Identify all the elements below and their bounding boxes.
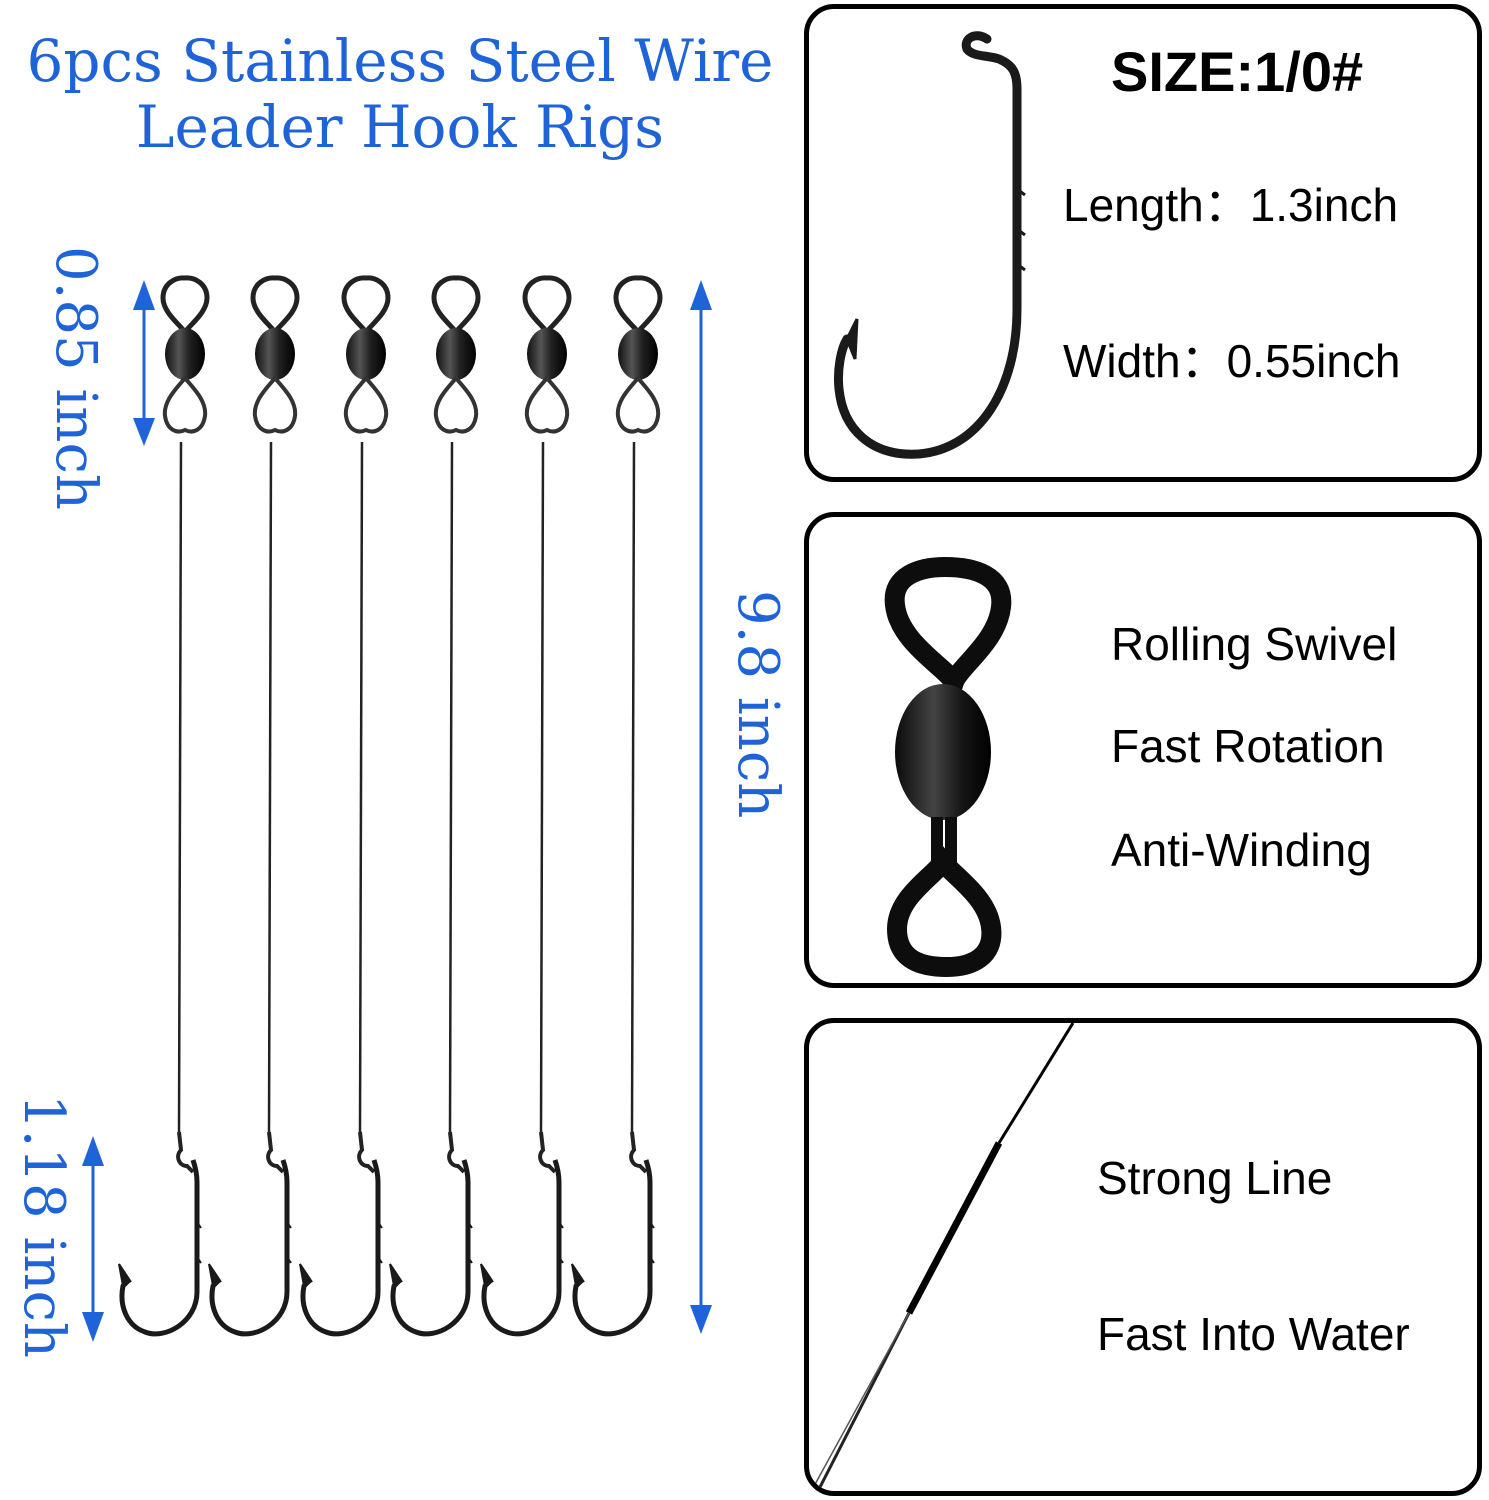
swivel-feature-2: Fast Rotation <box>1111 720 1385 772</box>
hook-size: SIZE:1/0# <box>1111 40 1364 103</box>
wire-line-icon <box>812 1023 1075 1491</box>
rig-3 <box>300 278 388 1334</box>
line-spec-panel: Strong Line Fast Into Water <box>804 1018 1482 1496</box>
swivel-length-arrow <box>133 280 155 446</box>
hook-length-arrow <box>82 1136 104 1342</box>
hook-length-label: 1.18 inch <box>11 1094 76 1358</box>
hook-width: Width：0.55inch <box>1063 335 1401 387</box>
hook-spec-panel: SIZE:1/0# Length：1.3inch Width：0.55inch <box>804 4 1482 482</box>
swivel-feature-1: Rolling Swivel <box>1111 618 1398 670</box>
line-feature-2: Fast Into Water <box>1097 1308 1410 1360</box>
rig-5 <box>481 278 569 1334</box>
rig-2 <box>209 278 297 1334</box>
hook-icon <box>834 31 1026 459</box>
swivel-length-label: 0.85 inch <box>43 246 108 510</box>
rig-4 <box>390 278 478 1334</box>
swivel-feature-3: Anti-Winding <box>1111 824 1372 876</box>
hook-length: Length：1.3inch <box>1063 179 1399 231</box>
swivel-spec-panel: Rolling Swivel Fast Rotation Anti-Windin… <box>804 512 1482 988</box>
title-line-2: Leader Hook Rigs <box>135 93 665 161</box>
product-title: 6pcs Stainless Steel Wire Leader Hook Ri… <box>0 28 800 160</box>
line-feature-1: Strong Line <box>1097 1152 1333 1204</box>
rig-6 <box>572 278 660 1334</box>
total-length-label: 9.8 inch <box>725 590 790 819</box>
rig-1 <box>119 278 207 1334</box>
total-length-arrow <box>690 280 712 1334</box>
title-line-1: 6pcs Stainless Steel Wire <box>26 27 774 95</box>
rigs-illustration <box>82 0 712 1342</box>
swivel-icon <box>884 556 1012 978</box>
